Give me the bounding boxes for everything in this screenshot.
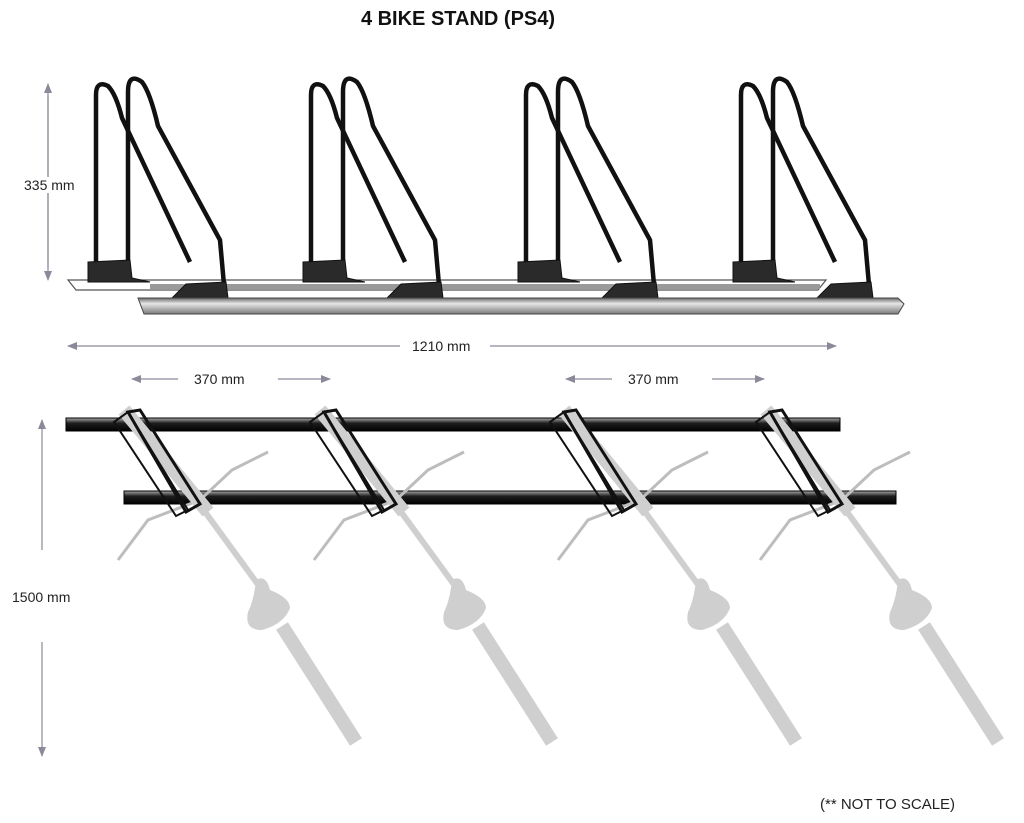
stand-4 [732,76,874,299]
diagram-title: 4 BIKE STAND (PS4) [360,8,556,30]
plan-back-rail [65,417,841,432]
not-to-scale-note: (** NOT TO SCALE) [820,796,956,813]
bike-1 [116,405,362,746]
stand-2 [302,76,444,299]
handlebar [116,450,269,561]
hoop-front [125,76,227,286]
spacing-label-right: 370 mm [624,371,683,387]
bike-2 [312,405,558,746]
rear-wheel [276,622,362,746]
stand-3 [517,76,659,299]
front-rail [137,297,905,315]
spacing-label-left: 370 mm [190,371,249,387]
frame-tube [197,503,265,592]
bike-4 [758,405,1004,746]
length-label: 1500 mm [8,589,75,605]
plan-stand-4 [754,408,845,518]
stand-1 [87,76,229,299]
hoop-back [93,82,193,263]
total-width-label: 1210 mm [408,338,475,354]
height-label: 335 mm [20,177,79,193]
plan-stand-1 [112,408,203,518]
plan-front-rail [123,490,897,505]
plan-view [38,375,1004,757]
plan-stand-3 [548,408,639,518]
base-plate-back [87,259,151,283]
elevation-view [44,76,905,350]
bike-3 [556,405,802,746]
plan-stand-2 [308,408,399,518]
saddle [247,578,290,630]
